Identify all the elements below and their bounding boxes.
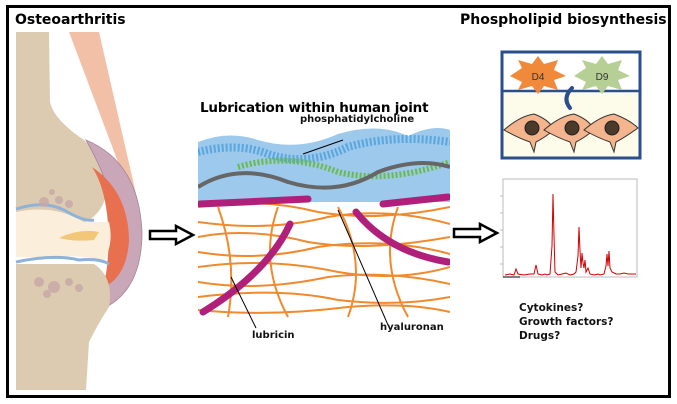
phospholipid-layer bbox=[198, 128, 450, 202]
d9-enzyme-burst bbox=[574, 56, 630, 94]
tibia-bone bbox=[16, 264, 110, 390]
phosphatidylcholine-label: phosphatidylcholine bbox=[300, 114, 415, 125]
cell-culture-diagram: D4 D9 bbox=[500, 50, 642, 160]
inflamed-synovium bbox=[92, 167, 129, 287]
d9-label: D9 bbox=[596, 72, 609, 83]
d4-enzyme-burst bbox=[510, 56, 566, 94]
syringe-needle bbox=[69, 32, 139, 210]
hyaluronan-strand bbox=[198, 161, 450, 190]
lubricin-strands bbox=[198, 193, 450, 316]
question-growth-factors: Growth factors? bbox=[519, 316, 614, 328]
chromatogram-chart bbox=[500, 178, 638, 278]
lubrication-title: Lubrication within human joint bbox=[200, 100, 429, 116]
d4-label: D4 bbox=[532, 72, 545, 83]
lubricin-label: lubricin bbox=[252, 330, 295, 341]
phospholipid-biosynthesis-title: Phospholipid biosynthesis bbox=[460, 12, 667, 28]
arrow-right-icon bbox=[452, 222, 500, 244]
lubrication-illustration bbox=[198, 128, 450, 329]
knee-joint-illustration bbox=[15, 32, 143, 390]
arrow-right-icon bbox=[148, 224, 196, 246]
joint-space bbox=[16, 209, 111, 262]
connector-arc bbox=[564, 86, 574, 110]
question-drugs: Drugs? bbox=[519, 330, 561, 342]
question-cytokines: Cytokines? bbox=[519, 302, 584, 314]
hyaluronan-label: hyaluronan bbox=[380, 322, 444, 333]
femur-bone bbox=[16, 32, 107, 227]
chromatogram-trace bbox=[504, 193, 636, 276]
osteoarthritis-title: Osteoarthritis bbox=[15, 12, 126, 28]
